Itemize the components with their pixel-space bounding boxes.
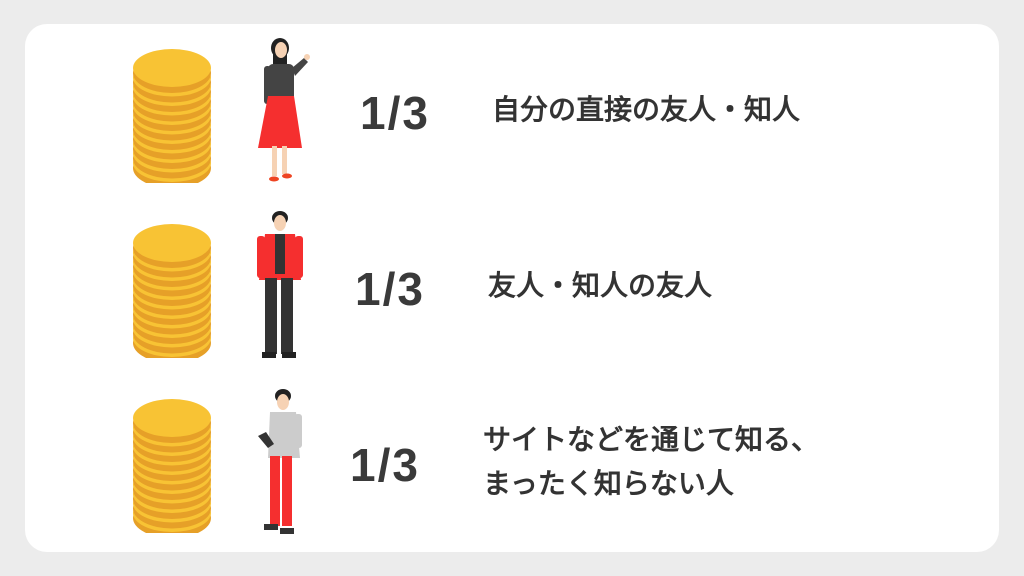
coin-stack-icon	[133, 224, 211, 358]
row-label-line2: まったく知らない人	[483, 467, 734, 500]
woman-figure-icon	[258, 38, 310, 182]
coin	[133, 399, 211, 437]
coin-stack-icon	[133, 49, 211, 183]
row-label: 自分の直接の友人・知人	[492, 93, 801, 126]
row-label-line1: サイトなどを通じて知る、	[483, 423, 820, 456]
man-with-phone-figure-icon	[258, 389, 302, 534]
row-label: 友人・知人の友人	[488, 269, 713, 302]
coin-stack-icon	[133, 399, 211, 533]
fraction-text: 1/3	[360, 87, 430, 139]
fraction-text: 1/3	[350, 439, 420, 491]
coin	[133, 224, 211, 262]
man-red-jacket-figure-icon	[257, 211, 303, 358]
fraction-text: 1/3	[355, 263, 425, 315]
coin	[133, 49, 211, 87]
